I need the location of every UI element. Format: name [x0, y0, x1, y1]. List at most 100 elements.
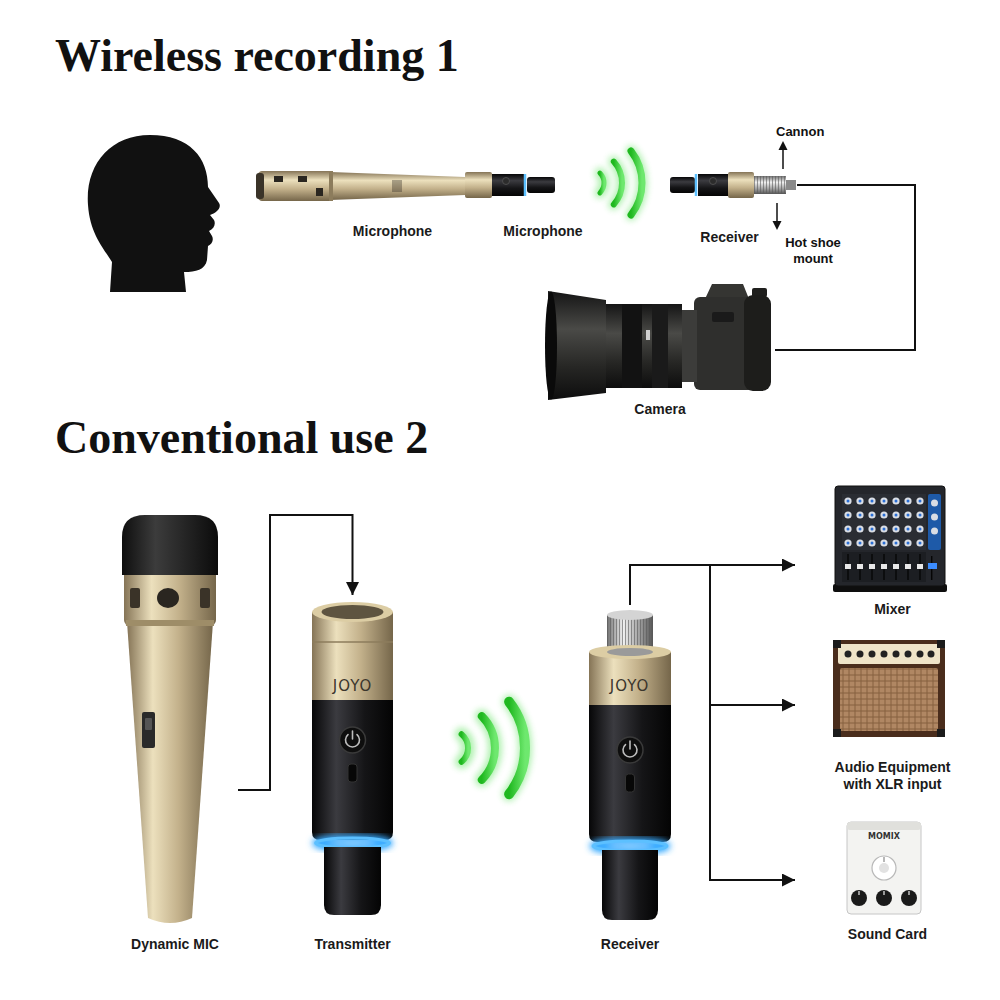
wireless-transmitter	[503, 178, 510, 185]
sound-card	[847, 822, 921, 914]
acoustic-amplifier	[905, 651, 912, 658]
xlr-receiver	[623, 741, 637, 757]
xlr-transmitter	[312, 700, 393, 840]
acoustic-amplifier	[840, 668, 938, 731]
head-silhouette	[88, 135, 220, 292]
signal-waves	[631, 151, 642, 215]
audio-mixer	[931, 514, 938, 521]
audio-mixer	[833, 486, 947, 592]
wireless-transmitter	[523, 174, 528, 196]
callout-label: Cannon	[776, 124, 846, 140]
wireless-receiver	[754, 176, 786, 194]
section-heading: Conventional use 2	[55, 410, 655, 465]
mirrorless-camera	[622, 304, 642, 388]
device-node: Microphone	[320, 160, 465, 242]
xlr-transmitter	[316, 838, 390, 848]
sound-card	[847, 822, 921, 914]
wireless-receiver	[695, 174, 698, 196]
xlr-transmitter	[312, 602, 393, 915]
acoustic-amplifier	[937, 640, 945, 648]
handheld-microphone	[329, 171, 333, 201]
sound-card	[858, 891, 859, 895]
mirrorless-camera	[652, 304, 668, 388]
node-label: Camera	[634, 401, 685, 418]
acoustic-amplifier	[893, 651, 900, 658]
dynamic-microphone	[122, 515, 218, 575]
device-node: Dynamic MIC	[112, 505, 238, 955]
wireless-receiver	[754, 176, 786, 194]
wireless-transmitter	[492, 174, 524, 196]
leader-arrow	[782, 148, 784, 169]
xlr-receiver	[607, 610, 653, 620]
node-label: Receiver	[700, 229, 758, 246]
mirrorless-camera	[646, 330, 650, 340]
signal-waves	[614, 162, 622, 205]
signal-connector	[775, 185, 915, 350]
acoustic-amplifier	[833, 729, 841, 737]
device-node: Microphone	[482, 160, 604, 242]
audio-mixer	[931, 528, 938, 535]
acoustic-amplifier	[869, 651, 876, 658]
xlr-receiver	[589, 652, 671, 705]
head-silhouette	[88, 135, 220, 292]
node-label: Transmitter	[314, 936, 390, 953]
node-label: Sound Card	[848, 926, 927, 943]
acoustic-amplifier	[833, 640, 841, 648]
brand-mark: MOMIX	[859, 832, 909, 842]
signal-waves	[600, 173, 604, 193]
dynamic-microphone	[142, 712, 155, 748]
signal-waves	[600, 151, 642, 215]
wireless-receiver	[670, 172, 796, 198]
sound-card	[876, 890, 892, 906]
callout-label: Hot shoe mount	[776, 235, 850, 266]
xlr-receiver	[593, 841, 667, 851]
wireless-transmitter	[524, 174, 527, 196]
wireless-transmitter	[465, 172, 555, 198]
device-node: Receiver	[662, 160, 797, 248]
dynamic-microphone	[145, 718, 152, 730]
wireless-receiver	[728, 172, 754, 198]
sound-card	[883, 891, 884, 895]
node-label: Receiver	[601, 936, 659, 953]
handheld-microphone	[256, 171, 465, 201]
brand-mark: JOYO	[597, 677, 662, 695]
wireless-transmitter	[465, 172, 492, 198]
xlr-transmitter	[312, 641, 393, 643]
xlr-transmitter	[322, 605, 384, 619]
xlr-receiver	[602, 850, 658, 920]
device-node: Mixer	[795, 478, 990, 620]
mirrorless-camera	[545, 284, 771, 400]
xlr-transmitter	[348, 764, 357, 782]
dynamic-microphone	[126, 620, 214, 626]
node-label: Audio Equipment with XLR input	[823, 759, 963, 793]
leader-arrow	[779, 141, 788, 150]
wireless-receiver	[698, 174, 728, 196]
acoustic-amplifier	[928, 651, 935, 658]
signal-waves	[462, 734, 468, 762]
signal-waves	[482, 716, 495, 780]
mirrorless-camera	[705, 284, 749, 299]
sound-card	[847, 822, 921, 830]
audio-mixer	[842, 494, 926, 550]
device-node: Receiver	[580, 605, 680, 955]
audio-mixer	[842, 552, 926, 582]
xlr-receiver	[589, 610, 671, 920]
diagram-title: Wireless recording 1	[55, 28, 655, 83]
xlr-transmitter	[312, 612, 393, 700]
acoustic-amplifier	[833, 640, 945, 737]
handheld-microphone	[256, 171, 330, 201]
leader-arrow	[773, 141, 788, 230]
acoustic-amplifier	[833, 640, 945, 737]
signal-connector	[630, 565, 795, 605]
xlr-transmitter	[346, 731, 360, 747]
wireless-receiver	[694, 174, 699, 196]
dynamic-microphone	[157, 588, 179, 608]
sound-card	[872, 856, 896, 880]
node-label: Mixer	[874, 601, 911, 618]
xlr-receiver	[617, 737, 643, 763]
handheld-microphone	[298, 176, 307, 182]
